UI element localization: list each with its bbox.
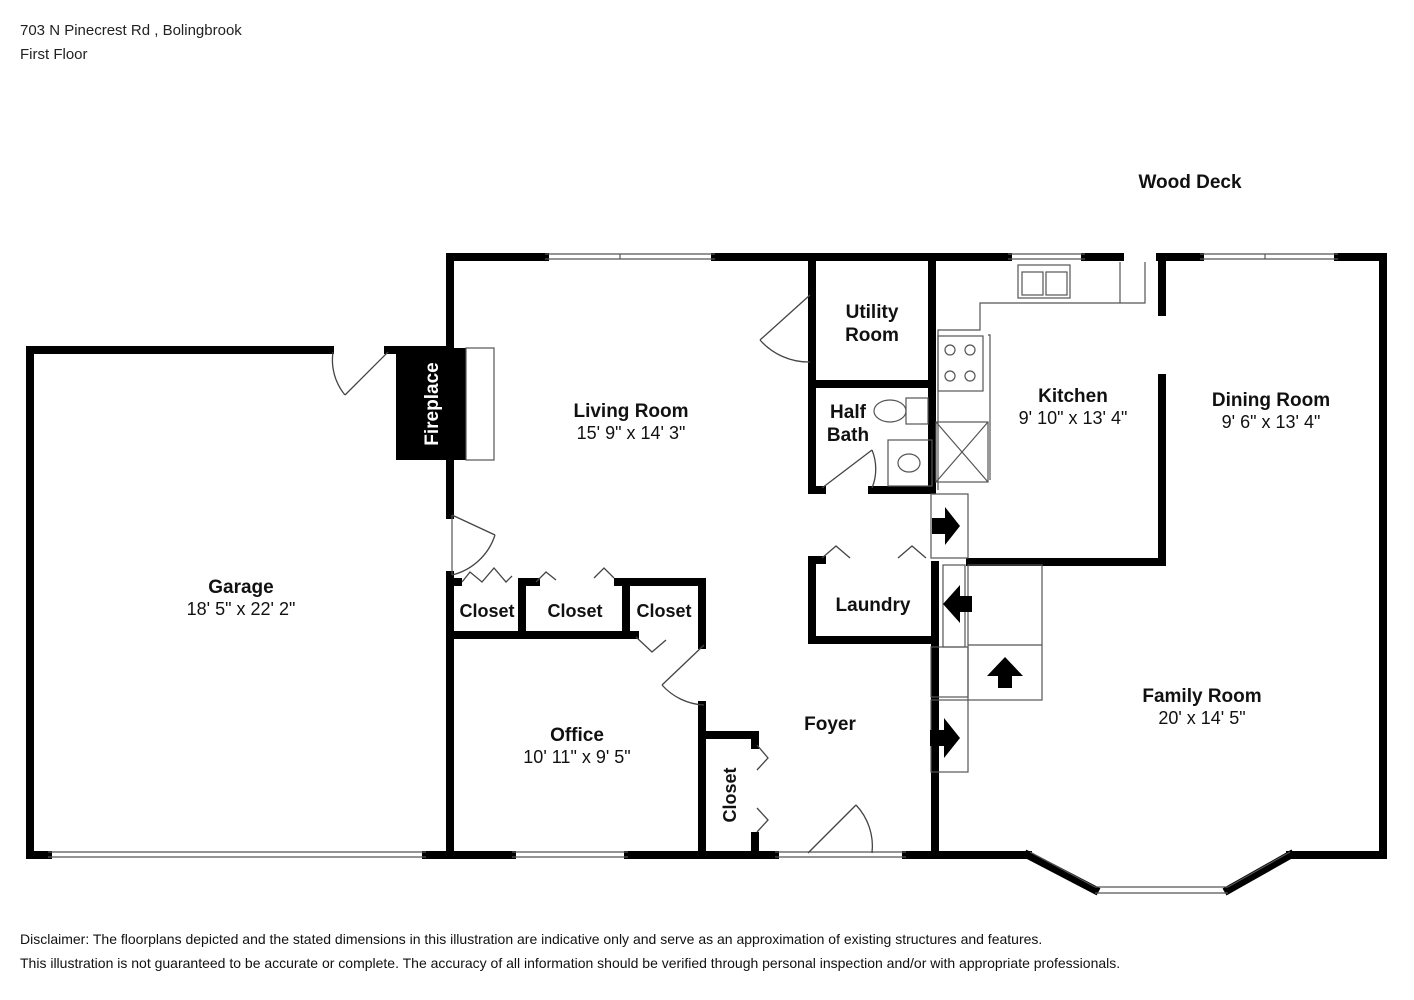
windows (48, 253, 1338, 894)
utility-room-line1: Utility (846, 302, 899, 323)
closet-label-3: Closet (636, 601, 691, 621)
utility-room-line2: Room (845, 325, 899, 346)
garage-name: Garage (208, 577, 273, 598)
fireplace-label: Fireplace (422, 362, 443, 445)
half-bath-line2: Bath (827, 425, 869, 446)
closet-label-2: Closet (547, 601, 602, 621)
half-bath-line1: Half (830, 402, 867, 423)
dining-room-dims: 9' 6" x 13' 4" (1222, 412, 1321, 432)
living-room-name: Living Room (573, 401, 688, 422)
office-dims: 10' 11" x 9' 5" (523, 747, 630, 767)
laundry-name: Laundry (836, 595, 911, 616)
disclaimer-line-2: This illustration is not guaranteed to b… (20, 955, 1121, 971)
fireplace-block (396, 348, 466, 460)
foyer-name: Foyer (804, 714, 856, 735)
disclaimer-line-1: Disclaimer: The floorplans depicted and … (20, 931, 1043, 947)
floor-label: First Floor (20, 46, 88, 63)
living-room-dims: 15' 9" x 14' 3" (577, 423, 686, 443)
office-name: Office (550, 725, 604, 746)
family-room-dims: 20' x 14' 5" (1158, 708, 1245, 728)
hearth (465, 347, 495, 461)
family-room-name: Family Room (1142, 686, 1261, 707)
dining-room-name: Dining Room (1212, 390, 1330, 411)
doors (331, 294, 927, 854)
wood-deck-label: Wood Deck (1138, 172, 1242, 193)
stair-arrows (930, 507, 1023, 758)
fixtures (873, 262, 1146, 773)
kitchen-dims: 9' 10" x 13' 4" (1019, 408, 1128, 428)
closet-label-1: Closet (459, 601, 514, 621)
walls (26, 253, 1387, 896)
address-text: 703 N Pinecrest Rd , Bolingbrook (20, 22, 242, 39)
garage-dims: 18' 5" x 22' 2" (187, 599, 296, 619)
kitchen-name: Kitchen (1038, 386, 1108, 407)
closet-label-foyer: Closet (720, 767, 740, 822)
